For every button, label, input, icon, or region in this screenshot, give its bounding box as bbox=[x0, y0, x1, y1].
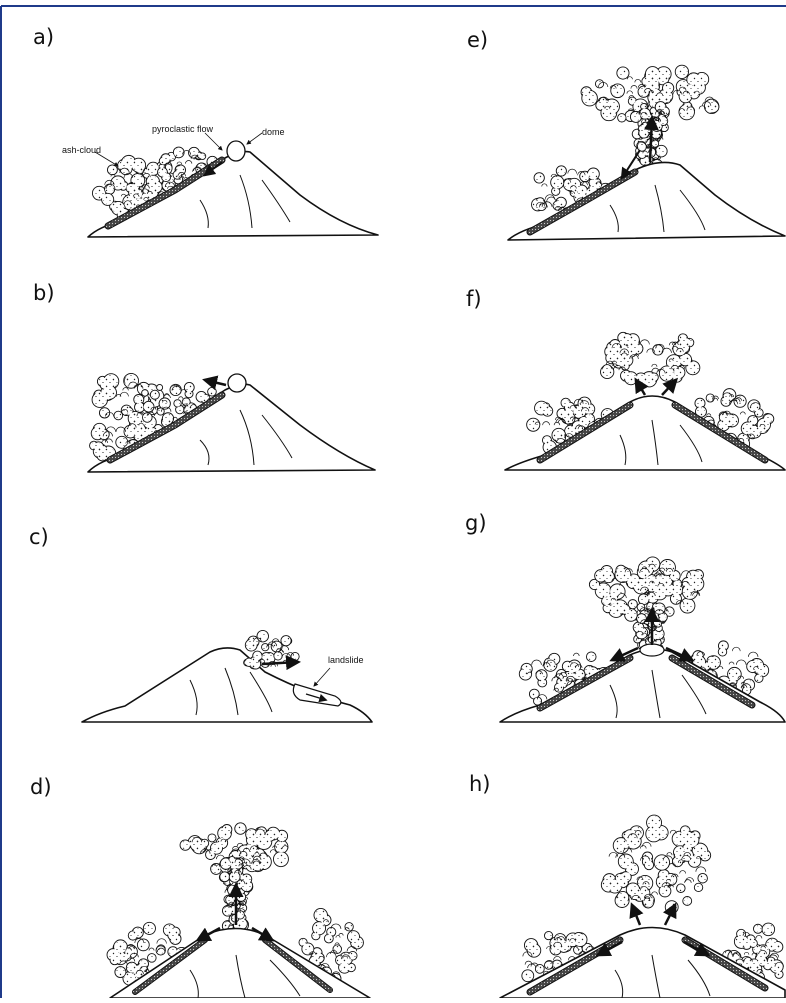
panel-e-cone bbox=[508, 162, 785, 240]
panel-b-volcano bbox=[88, 373, 375, 472]
panel-label-c: c) bbox=[29, 527, 49, 548]
panel-f-volcano bbox=[505, 332, 785, 470]
panel-b-flow-arrow bbox=[205, 380, 226, 385]
panel-label-g: g) bbox=[465, 513, 487, 534]
panel-h-arrow-left bbox=[632, 905, 640, 925]
panel-e-volcano bbox=[508, 65, 785, 240]
panel-a-leader-pyroclastic bbox=[205, 133, 222, 150]
panel-h-column bbox=[601, 815, 710, 914]
callout-landslide: landslide bbox=[328, 655, 364, 665]
panel-c-volcano bbox=[82, 630, 372, 722]
panel-h-volcano bbox=[500, 815, 785, 998]
panel-label-d: d) bbox=[30, 777, 52, 798]
panel-label-f: f) bbox=[466, 289, 482, 310]
panel-g-volcano bbox=[500, 557, 785, 722]
panel-label-e: e) bbox=[467, 30, 488, 51]
panel-f-column-top bbox=[601, 332, 700, 387]
panel-b-dome bbox=[228, 374, 246, 392]
callout-ash-cloud: ash-cloud bbox=[62, 145, 101, 155]
callout-pyroclastic-flow: pyroclastic flow bbox=[152, 124, 213, 134]
callout-dome: dome bbox=[262, 127, 285, 137]
panel-label-b: b) bbox=[33, 283, 55, 304]
panel-a-dome bbox=[227, 141, 245, 161]
panel-a-leader-dome bbox=[247, 133, 262, 144]
panel-f-arrow-right bbox=[662, 380, 676, 395]
panel-c-leader-landslide bbox=[314, 668, 330, 686]
panel-a-volcano bbox=[88, 133, 378, 237]
panel-label-h: h) bbox=[469, 774, 491, 795]
panel-g-dome bbox=[640, 644, 664, 656]
panel-d-volcano bbox=[107, 823, 370, 998]
panel-label-a: a) bbox=[33, 27, 54, 48]
